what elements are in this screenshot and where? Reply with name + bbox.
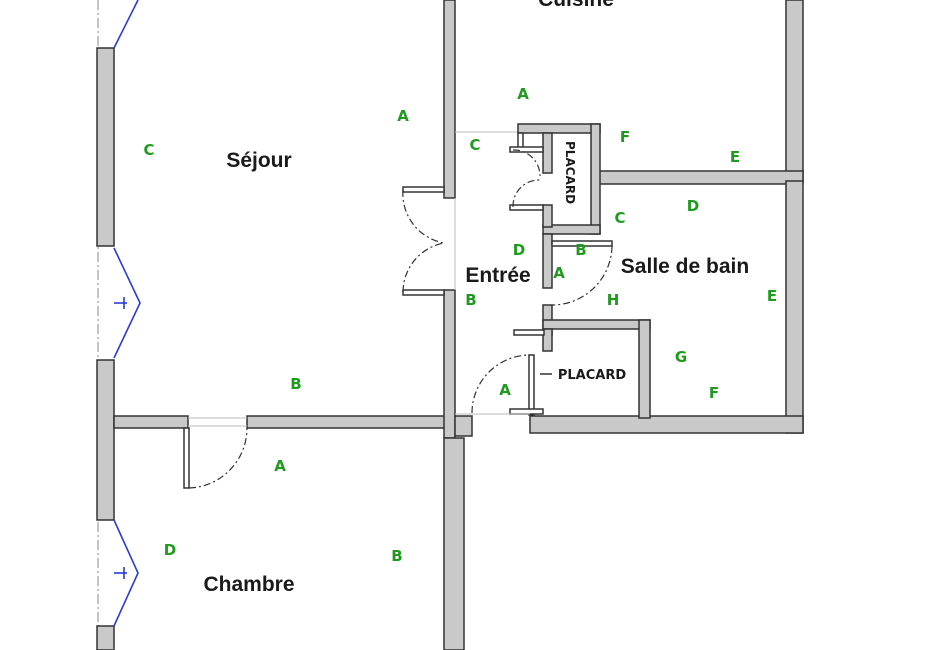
entry-door-swing [471,354,531,414]
room-label-entree: Entrée [465,264,530,287]
window-chambre [113,519,139,627]
wall-tag-sdb-b: B [575,241,586,259]
wall-sdb-right [785,180,804,434]
room-label-chambre: Chambre [203,573,294,596]
wall-tag-cuisine-e: E [730,148,740,166]
chambre-door [183,427,190,489]
wall-tag-entree-a: A [553,264,565,282]
wall-tag-sdb-d: D [687,197,699,215]
sdb-door-leaf [551,240,613,247]
room-label-salle-de-bain: Salle de bain [621,255,749,278]
wall-tag-sdb-e: E [767,287,777,305]
sdb-door-swing [551,245,613,306]
placard-upper-bottom-wall [542,224,601,235]
wall-tag-chambre-d: D [164,541,176,559]
placard-upper-swing-b [512,179,541,208]
wall-entree-foot [454,415,473,437]
wall-cuisine-sdb [597,170,804,185]
wall-tag-chambre-b: B [391,547,402,565]
wall-tag-sejour-a: A [397,107,409,125]
sejour-door-upper-leaf [402,186,445,193]
placard-upper-left-wall-b [542,204,553,228]
placard-upper-top-wall [517,123,601,134]
placard-lower-left-wall [542,328,553,352]
sejour-door-upper-swing [402,189,445,244]
wall-sejour-chambre-left [113,415,189,429]
placard-lower-top-wall [542,319,651,330]
placard-lower-right-wall [638,319,651,419]
wall-tag-sdb-f: F [709,384,719,402]
wall-tag-sdb-c: C [614,209,625,227]
placard-upper-swing-a [512,149,541,177]
wall-tag-sdb-h: H [607,291,620,309]
wall-tag-entree-c: C [469,136,480,154]
left-wall-bottom [96,625,115,650]
wall-sdb-bottom [529,415,804,434]
wall-tag-entree-b: B [465,291,476,309]
wall-chambre-right [443,437,465,650]
left-wall-middle [96,359,115,521]
wall-entree-sdb-upper [542,233,553,289]
placard-upper-label: PLACARD [563,141,577,204]
wall-tag-sejour-c: C [143,141,154,159]
wall-tag-sdb-g: G [675,348,687,366]
wall-tag-chambre-a: A [274,457,286,475]
placard-upper-left-wall-a [542,132,553,174]
window-sejour [113,247,141,359]
window-sejour-top [113,0,139,49]
placard-upper-right-wall [590,123,601,235]
sejour-door-lower-swing [402,242,445,293]
wall-sejour-entree-lower [443,289,456,439]
wall-tag-entree-d: D [513,241,525,259]
left-wall-top [96,47,115,247]
placard-lower-label: PLACARD [558,368,626,383]
wall-sejour-chambre-right [246,415,447,429]
wall-cuisine-right [785,0,804,182]
wall-tag-cuisine-a: A [517,85,529,103]
wall-sejour-entree-upper [443,0,456,199]
room-label-cuisine: Cuisine [538,0,614,11]
wall-tag-cuisine-f: F [620,128,630,146]
wall-tag-entree-a2: A [499,381,511,399]
chambre-door-swing [188,427,248,489]
room-label-sejour: Séjour [226,149,291,172]
wall-tag-sejour-b: B [290,375,301,393]
sejour-door-lower-leaf [402,289,445,296]
